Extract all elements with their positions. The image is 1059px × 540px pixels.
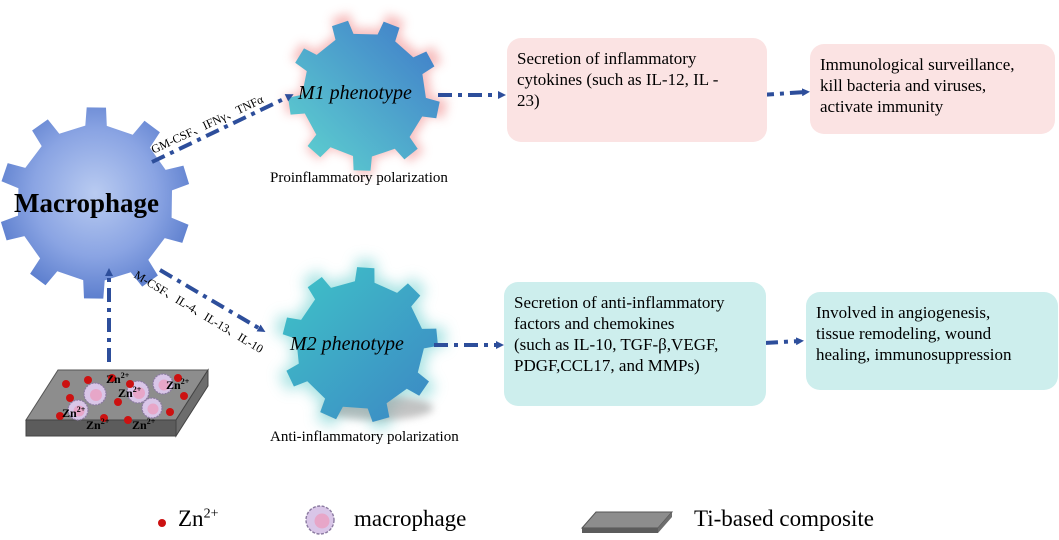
macrophage-cell-icon	[152, 373, 174, 395]
m1-function-line: activate immunity	[820, 97, 944, 116]
m1-secretion-line: Secretion of inflammatory	[517, 49, 697, 68]
legend-macrophage-icon	[305, 505, 335, 535]
zn-base: Zn	[106, 372, 121, 386]
legend-zn-label: Zn2+	[178, 506, 218, 532]
macrophage-cell-icon	[67, 399, 89, 421]
slab-zn-label: Zn2+	[106, 371, 129, 387]
m2-function-line: tissue remodeling, wound	[816, 324, 992, 343]
slab-zn-label: Zn2+	[132, 417, 155, 433]
proinflammatory-caption: Proinflammatory polarization	[270, 170, 448, 186]
macrophage-cell-icon	[83, 382, 107, 406]
m1-secretion-line: 23)	[517, 91, 540, 110]
legend-zn-charge: 2+	[203, 506, 219, 522]
legend-zn-dot-icon	[158, 519, 166, 527]
arrow-macrophage-to-m1	[151, 94, 294, 164]
slab-zn-dots	[56, 374, 188, 424]
zn-base: Zn	[62, 406, 77, 420]
m2-secretion-line: PDGF,CCL17, and MMPs)	[514, 356, 700, 375]
zn-charge: 2+	[120, 371, 130, 380]
m1-gear	[288, 20, 440, 171]
m2-secretion-line: (such as IL-10, TGF-β,VEGF,	[514, 335, 719, 354]
m1-secretion-box: Secretion of inflammatory cytokines (suc…	[507, 38, 767, 142]
legend-composite-label: Ti-based composite	[694, 506, 874, 531]
m1-function-line: kill bacteria and viruses,	[820, 76, 987, 95]
zn-charge: 2+	[132, 385, 142, 394]
slab-zn-label: Zn2+	[166, 377, 189, 393]
m2-gear	[282, 267, 438, 422]
zn-base: Zn	[166, 378, 181, 392]
m2-function-line: Involved in angiogenesis,	[816, 303, 991, 322]
legend-zn-base: Zn	[178, 506, 204, 531]
zn-charge: 2+	[76, 405, 86, 414]
macrophage-label: Macrophage	[14, 188, 159, 218]
m2-function-box: Involved in angiogenesis, tissue remodel…	[806, 292, 1058, 390]
legend-composite-icon	[580, 511, 674, 533]
slab-zn-label: Zn2+	[118, 385, 141, 401]
m1-function-line: Immunological surveillance,	[820, 55, 1015, 74]
legend-macrophage-label: macrophage	[354, 506, 467, 531]
zn-charge: 2+	[180, 377, 190, 386]
m1-secretion-line: cytokines (such as IL-12, IL -	[517, 70, 719, 89]
arrow-m2-secretion-to-function	[763, 337, 804, 346]
m2-secretion-box: Secretion of anti-inflammatory factors a…	[504, 282, 766, 406]
zn-base: Zn	[86, 418, 101, 432]
anti-inflammatory-caption: Anti-inflammatory polarization	[270, 429, 459, 445]
arrow-m1-secretion-to-function	[759, 88, 810, 97]
m2-phenotype-label: M2 phenotype	[290, 333, 404, 355]
zn-charge: 2+	[146, 417, 156, 426]
m1-function-box: Immunological surveillance, kill bacteri…	[810, 44, 1055, 134]
m2-secretion-line: Secretion of anti-inflammatory	[514, 293, 725, 312]
slab-zn-label: Zn2+	[62, 405, 85, 421]
m1-phenotype-label: M1 phenotype	[298, 82, 412, 104]
zn-base: Zn	[118, 386, 133, 400]
macrophage-gear	[0, 107, 190, 299]
slab-zn-label: Zn2+	[86, 417, 109, 433]
arrow-macrophage-to-m2	[158, 268, 266, 333]
m2-function-line: healing, immunosuppression	[816, 345, 1012, 364]
macrophage-cell-icon	[141, 397, 163, 419]
zn-base: Zn	[132, 418, 147, 432]
m2-secretion-line: factors and chemokines	[514, 314, 675, 333]
zn-charge: 2+	[100, 417, 110, 426]
